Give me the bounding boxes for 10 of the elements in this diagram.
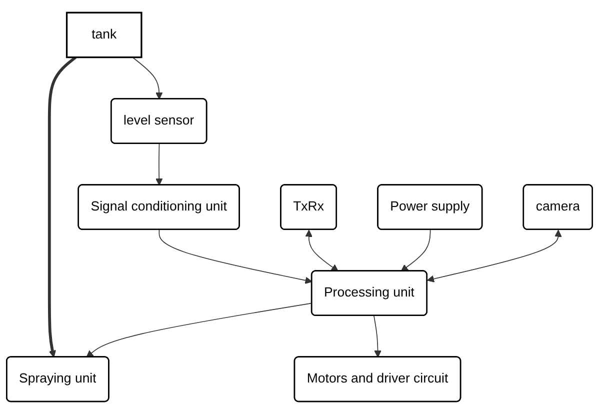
arrow — [400, 229, 431, 272]
arrow — [426, 230, 562, 282]
arrow — [132, 56, 163, 100]
arrow — [86, 302, 312, 358]
arrow — [158, 229, 312, 284]
arrow — [305, 230, 338, 272]
arrow — [155, 143, 163, 186]
arrow — [48, 56, 77, 358]
node-box: tank — [66, 12, 142, 58]
arrow — [374, 315, 382, 358]
